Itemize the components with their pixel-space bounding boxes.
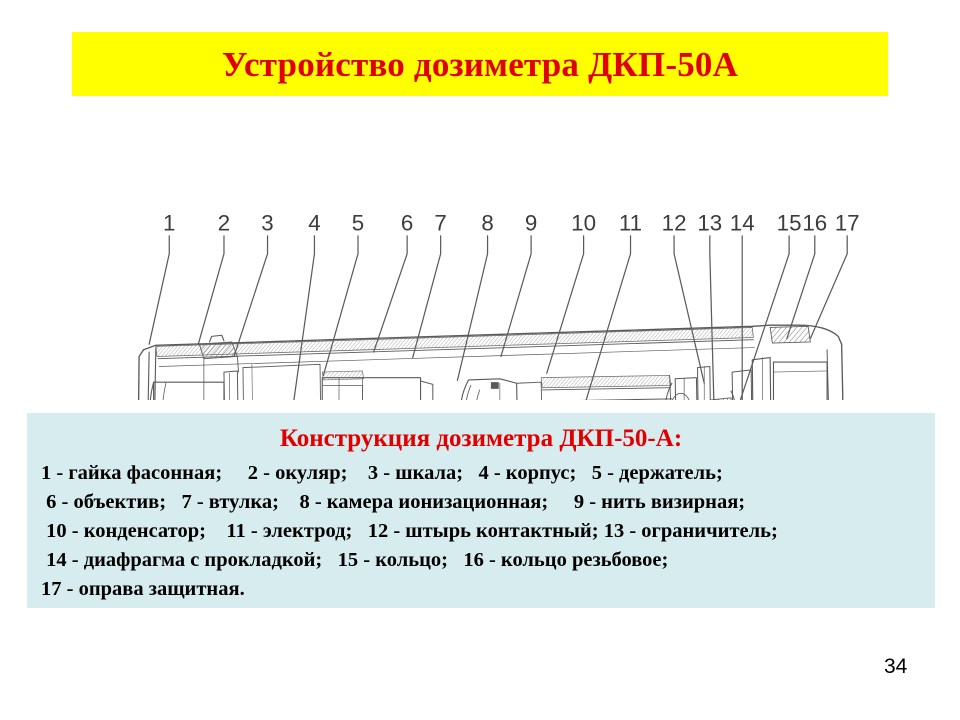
ionization-chamber xyxy=(461,378,542,400)
callout-number-5: 5 xyxy=(352,210,364,235)
callout-number-12: 12 xyxy=(662,210,687,235)
contact-pin-limiter xyxy=(665,366,735,400)
caption-line-2: 6 - объектив; 7 - втулка; 8 - камера ион… xyxy=(41,490,746,513)
caption-line-1: 1 - гайка фасонная; 2 - окуляр; 3 - шкал… xyxy=(41,461,723,484)
callout-number-15: 15 xyxy=(777,210,802,235)
callout-number-10: 10 xyxy=(571,210,596,235)
page-number: 34 xyxy=(884,655,908,678)
callout-number-16: 16 xyxy=(802,210,827,235)
callout-number-11: 11 xyxy=(619,210,642,235)
scale-and-objective xyxy=(242,363,434,400)
capacitor-electrode xyxy=(540,374,673,400)
callout-number-6: 6 xyxy=(401,210,413,235)
caption-heading: Конструкция дозиметра ДКП-50-А: xyxy=(279,425,683,452)
page-title: Устройство дозиметра ДКП-50А xyxy=(221,44,739,84)
callout-number-8: 8 xyxy=(481,210,493,235)
callout-number-17: 17 xyxy=(835,210,860,235)
caption-panel: Конструкция дозиметра ДКП-50-А: 1 - гайк… xyxy=(27,413,935,608)
caption-line-5: 17 - оправа защитная. xyxy=(41,578,245,601)
callout-number-4: 4 xyxy=(308,210,320,235)
callout-number-3: 3 xyxy=(261,210,273,235)
eyepiece-assembly xyxy=(149,334,239,400)
callout-number-14: 14 xyxy=(730,210,755,235)
callout-numbers: 1 2 3 4 5 6 7 8 9 10 11 12 13 14 15 16 1… xyxy=(163,210,860,235)
diaphragm-and-rings xyxy=(731,325,829,400)
callout-number-7: 7 xyxy=(434,210,446,235)
title-banner: Устройство дозиметра ДКП-50А xyxy=(72,32,888,96)
callout-number-1: 1 xyxy=(163,210,175,235)
dosimeter-diagram: 1 2 3 4 5 6 7 8 9 10 11 12 13 14 15 16 1… xyxy=(100,160,960,400)
callout-number-13: 13 xyxy=(697,210,722,235)
caption-line-3: 10 - конденсатор; 11 - электрод; 12 - шт… xyxy=(41,519,778,542)
caption-line-4: 14 - диафрагма с прокладкой; 15 - кольцо… xyxy=(41,549,669,572)
callout-leader-lines xyxy=(148,235,848,400)
dosimeter-cross-section-drawing: 1 2 3 4 5 6 7 8 9 10 11 12 13 14 15 16 1… xyxy=(137,210,860,400)
callout-number-2: 2 xyxy=(218,210,230,235)
callout-number-9: 9 xyxy=(525,210,537,235)
